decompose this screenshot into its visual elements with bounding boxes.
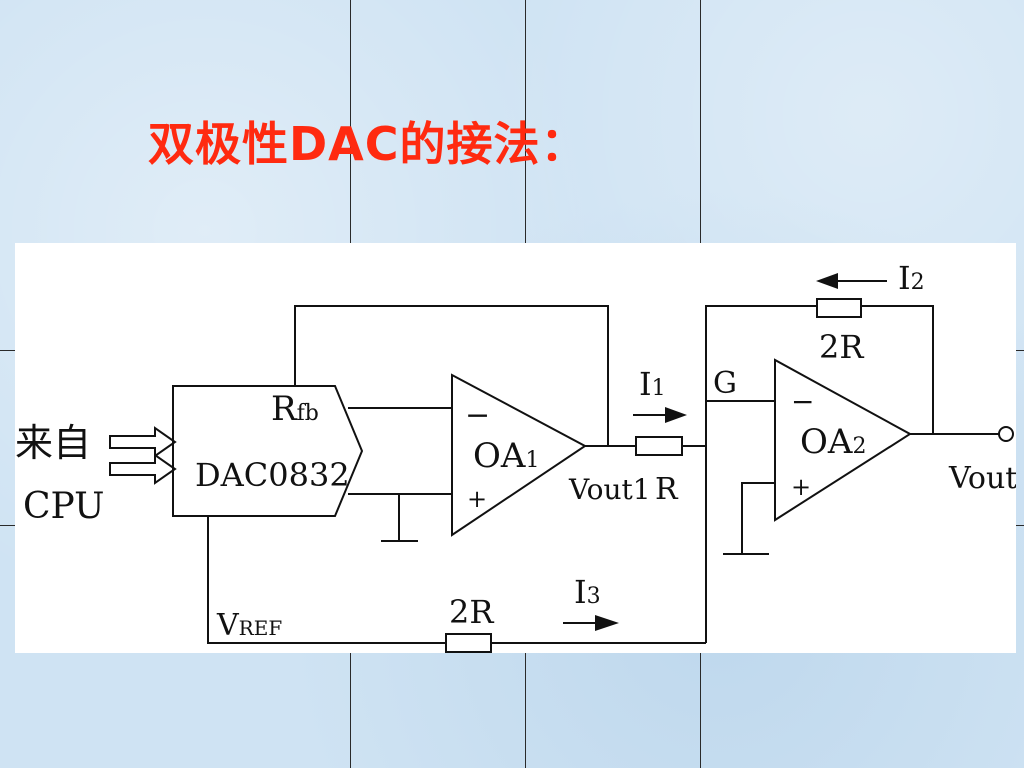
input-arrow-icon: [109, 453, 177, 485]
input-arrow-icon: [109, 426, 177, 458]
feedback-resistor-label: 2R: [819, 328, 864, 366]
vref-label: VREF: [216, 608, 282, 643]
circuit-diagram: 来自 CPU Rfb DAC0832 − + OA1 Vout1 R I1 I2…: [15, 243, 1016, 653]
node-g-label: G: [713, 366, 737, 401]
i3-label: I3: [574, 573, 601, 611]
op-amp-oa2: [774, 358, 912, 522]
vout1-label: Vout1: [568, 473, 651, 506]
slide-title: 双极性DAC的接法：: [148, 117, 588, 171]
oa2-plus-sign: +: [791, 473, 811, 501]
vout-label: Vout: [948, 461, 1016, 496]
resistor-r: [635, 436, 683, 456]
ref-resistor-label: 2R: [449, 593, 494, 631]
oa2-feedback-wire: [861, 305, 934, 434]
oa2-plus-ground-wire: [741, 482, 775, 554]
rfb-feedback-wire: [294, 305, 609, 446]
oa2-minus-sign: −: [791, 385, 814, 418]
node-g-vertical-wire: [705, 305, 817, 643]
i1-arrow-head-icon: [665, 407, 687, 423]
oa1-plus-sign: +: [467, 485, 487, 513]
i3-arrow-head-icon: [595, 615, 619, 631]
rfb-pin-label: Rfb: [271, 389, 319, 429]
dac-name-label: DAC0832: [195, 456, 350, 494]
oa2-label: OA2: [800, 422, 866, 462]
oa1-minus-sign: −: [465, 398, 490, 433]
i1-label: I1: [639, 365, 666, 403]
circuit-schematic: 来自 CPU Rfb DAC0832 − + OA1 Vout1 R I1 I2…: [15, 259, 1016, 653]
ref-resistor-2r: [445, 633, 492, 653]
input-source-label-top: 来自: [15, 421, 91, 465]
i2-arrow-head-icon: [816, 273, 838, 289]
i2-label: I2: [898, 259, 925, 297]
op-amp-oa1: [451, 373, 587, 537]
input-source-label-bottom: CPU: [23, 486, 104, 527]
feedback-resistor-2r: [816, 298, 862, 318]
output-terminal: [998, 426, 1014, 442]
oa1-label: OA1: [473, 436, 539, 476]
resistor-r-label: R: [655, 472, 679, 507]
dac0832-block: [172, 385, 364, 517]
vref-wire: [207, 516, 446, 644]
